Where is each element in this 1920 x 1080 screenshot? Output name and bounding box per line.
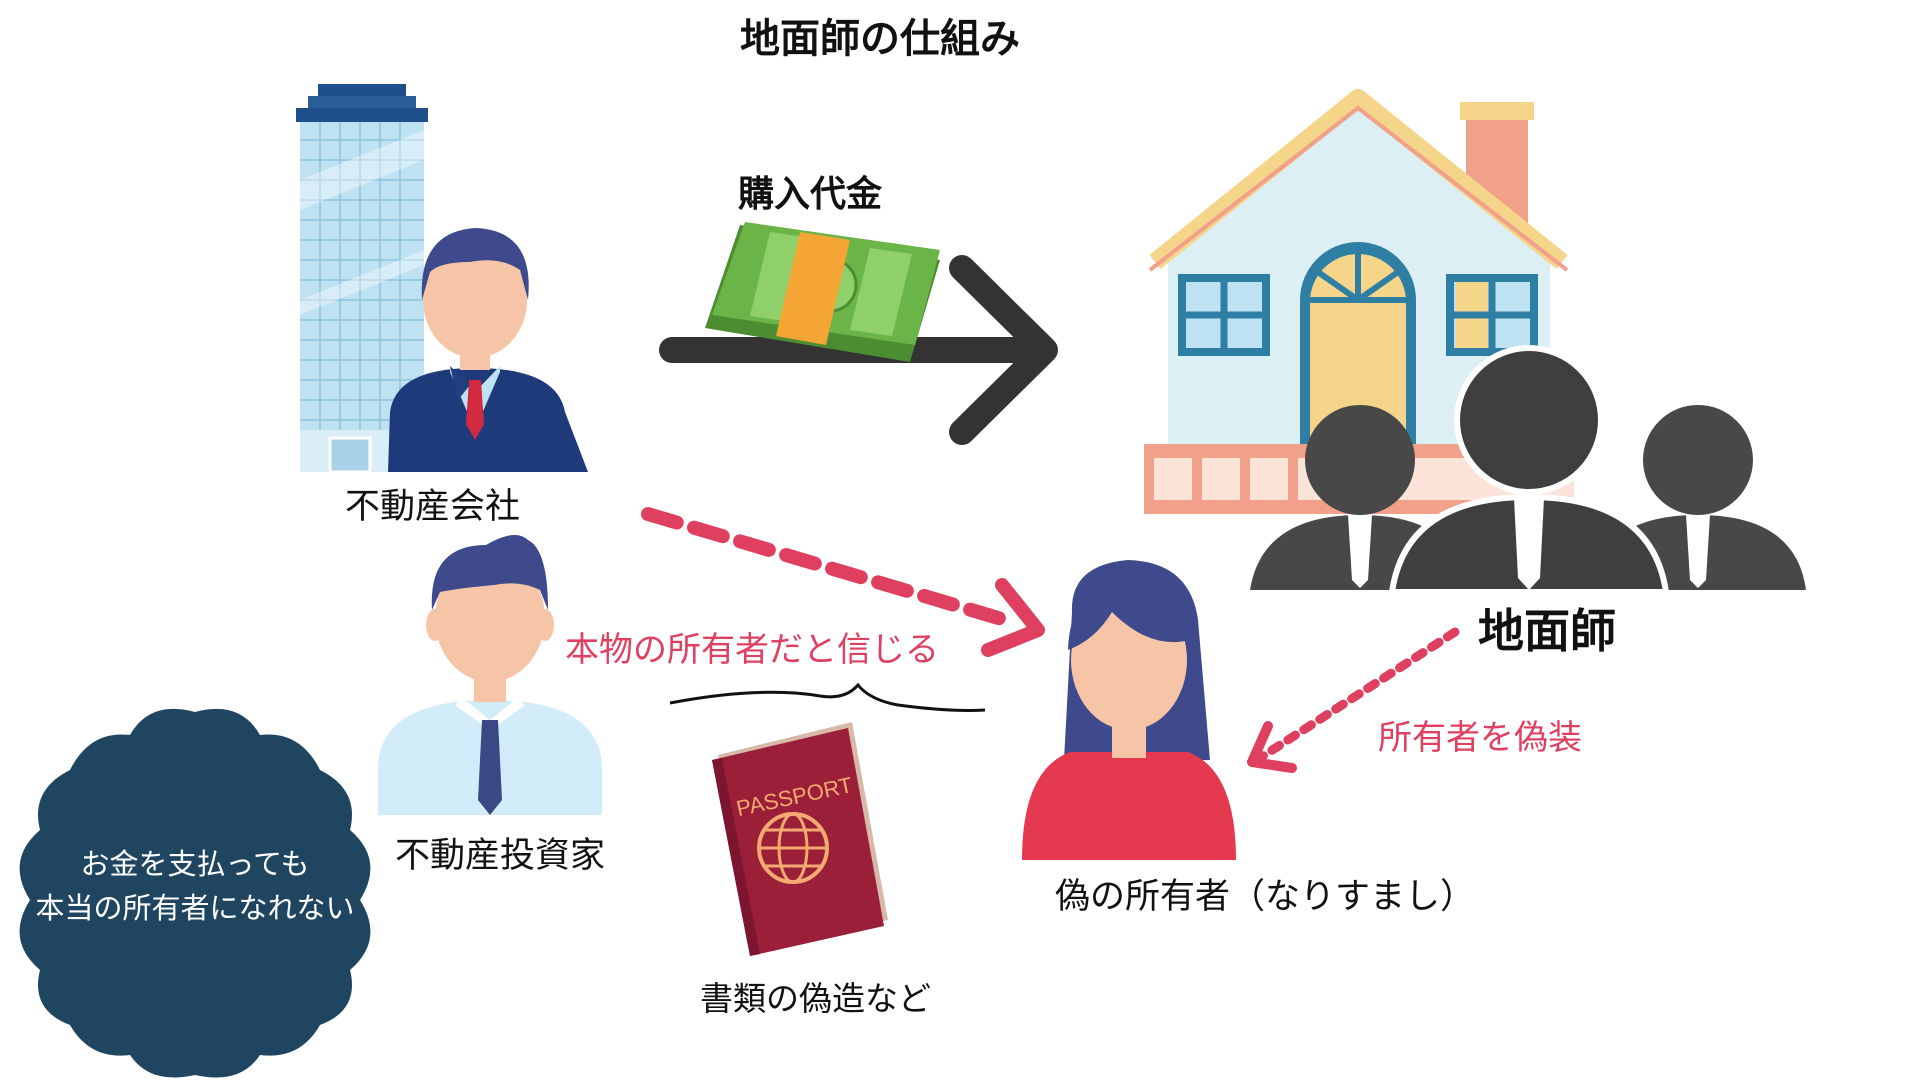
disguise-arrow-icon <box>1247 627 1460 773</box>
page-title: 地面師の仕組み <box>740 16 1020 62</box>
jimenshi-group-icon <box>1250 345 1806 595</box>
believe-arrow-icon <box>641 507 1045 657</box>
brace-icon <box>669 682 986 712</box>
documents-label: 書類の偽造など <box>700 979 931 1018</box>
warning-badge-line2: 本当の所有者になれない <box>35 891 355 925</box>
fake-owner-icon <box>1022 560 1236 860</box>
money-bundle-icon <box>705 222 940 362</box>
businessman-icon <box>388 228 588 472</box>
warning-badge-icon <box>19 708 371 1078</box>
fake-owner-label: 偽の所有者（なりすまし） <box>1055 877 1476 917</box>
passport-icon: PASSPORT <box>712 722 888 956</box>
investor-label: 不動産投資家 <box>395 836 606 876</box>
warning-badge-line1: お金を支払っても <box>80 847 310 881</box>
warning-badge-text: お金を支払っても 本当の所有者になれない <box>10 842 380 930</box>
jimenshi-label: 地面師 <box>1478 604 1616 658</box>
investor-icon <box>378 535 602 815</box>
disguise-label: 所有者を偽装 <box>1378 718 1582 758</box>
believe-label: 本物の所有者だと信じる <box>565 630 939 670</box>
payment-label: 購入代金 <box>738 174 883 215</box>
company-label: 不動産会社 <box>345 487 521 527</box>
